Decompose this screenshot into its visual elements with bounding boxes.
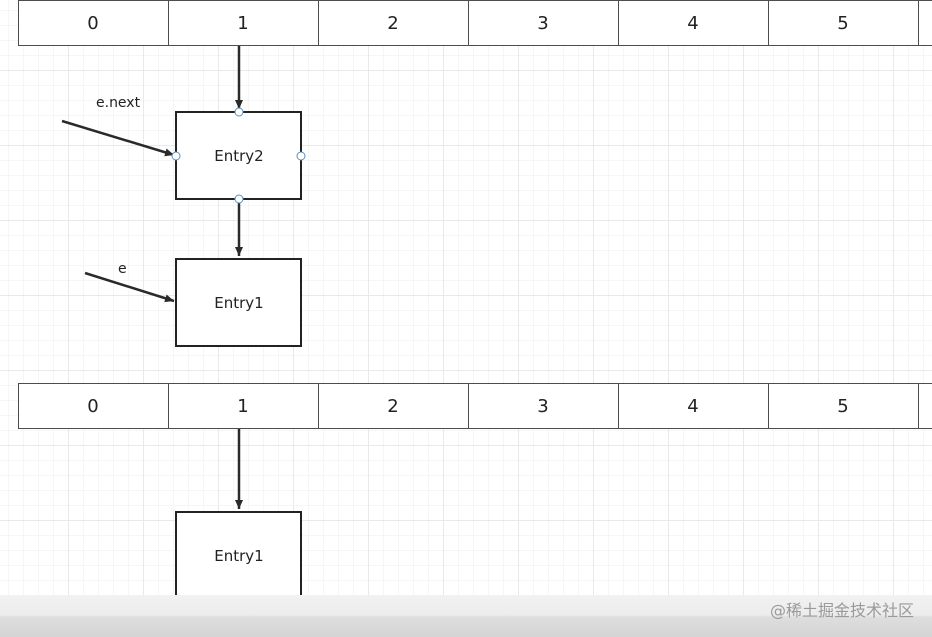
entry1-box <box>175 511 302 595</box>
hashmap-diagram: 0 1 2 3 4 5 <box>18 0 932 595</box>
entry2-label: Entry2 <box>214 147 263 165</box>
entry1-node-top[interactable]: Entry1 <box>175 258 302 347</box>
bucket-index-label: 3 <box>537 396 548 417</box>
entry1-label: Entry1 <box>214 294 263 312</box>
bucket-cell-frame <box>468 383 619 429</box>
bucket-index-label: 1 <box>237 396 248 417</box>
bucket-cell-frame <box>318 383 469 429</box>
bucket-cell-5[interactable]: 5 <box>768 383 919 429</box>
bucket-cell-frame <box>618 383 769 429</box>
bucket-cell-frame <box>768 0 919 46</box>
bucket-index-label: 4 <box>687 13 698 34</box>
bucket-cell-2[interactable]: 2 <box>318 0 469 46</box>
e-next-pointer-label: e.next <box>96 95 141 111</box>
e-pointer-label: e <box>118 261 127 277</box>
bucket-cell-1[interactable]: 1 <box>168 0 319 46</box>
grid-canvas: 0 1 2 3 4 5 <box>0 0 932 595</box>
bucket-cell-frame <box>318 0 469 46</box>
bucket-array-top: 0 1 2 3 4 5 <box>18 0 932 46</box>
bucket-index-label: 2 <box>387 396 398 417</box>
bucket-index-label: 0 <box>87 13 98 34</box>
bucket-index-label: 4 <box>687 396 698 417</box>
bucket-index-label: 5 <box>837 13 848 34</box>
bucket-array-bottom: 0 1 2 3 4 5 <box>18 383 932 429</box>
bucket-cell-frame <box>18 383 169 429</box>
bucket-cell-frame <box>768 383 919 429</box>
bucket-cell-0[interactable]: 0 <box>18 383 169 429</box>
connection-handle-right[interactable] <box>296 151 306 161</box>
bucket-index-label: 1 <box>237 13 248 34</box>
bucket-cell-3[interactable]: 3 <box>468 0 619 46</box>
connection-handle-top[interactable] <box>234 107 244 117</box>
bucket-cell-frame <box>618 0 769 46</box>
bucket-cell-4[interactable]: 4 <box>618 0 769 46</box>
bucket-cell-2[interactable]: 2 <box>318 383 469 429</box>
bucket-cell-4[interactable]: 4 <box>618 383 769 429</box>
e-pointer-arrow <box>84 271 175 303</box>
bucket-cell-partial <box>918 0 932 46</box>
bucket-cell-frame <box>168 0 319 46</box>
bucket-cell-5[interactable]: 5 <box>768 0 919 46</box>
entry2-box <box>175 111 302 200</box>
bucket-cell-0[interactable]: 0 <box>18 0 169 46</box>
bucket-cell-frame <box>468 0 619 46</box>
entry1-node-bottom[interactable]: Entry1 <box>175 511 302 595</box>
bottom-bar <box>0 595 932 637</box>
bucket-cell-frame <box>18 0 169 46</box>
watermark-text: @稀土掘金技术社区 <box>769 601 914 620</box>
connection-handle-bottom[interactable] <box>234 194 244 204</box>
entry2-node[interactable]: Entry2 <box>171 107 306 204</box>
bucket-index-label: 5 <box>837 396 848 417</box>
bucket-cell-frame <box>168 383 319 429</box>
connection-handle-left[interactable] <box>171 151 181 161</box>
bucket-cell-1[interactable]: 1 <box>168 383 319 429</box>
entry1-label: Entry1 <box>214 547 263 565</box>
bucket-index-label: 3 <box>537 13 548 34</box>
e-next-pointer-arrow <box>61 119 175 157</box>
bucket-index-label: 0 <box>87 396 98 417</box>
bucket-cell-partial <box>918 383 932 429</box>
bucket-cell-3[interactable]: 3 <box>468 383 619 429</box>
bucket-index-label: 2 <box>387 13 398 34</box>
entry1-box <box>175 258 302 347</box>
